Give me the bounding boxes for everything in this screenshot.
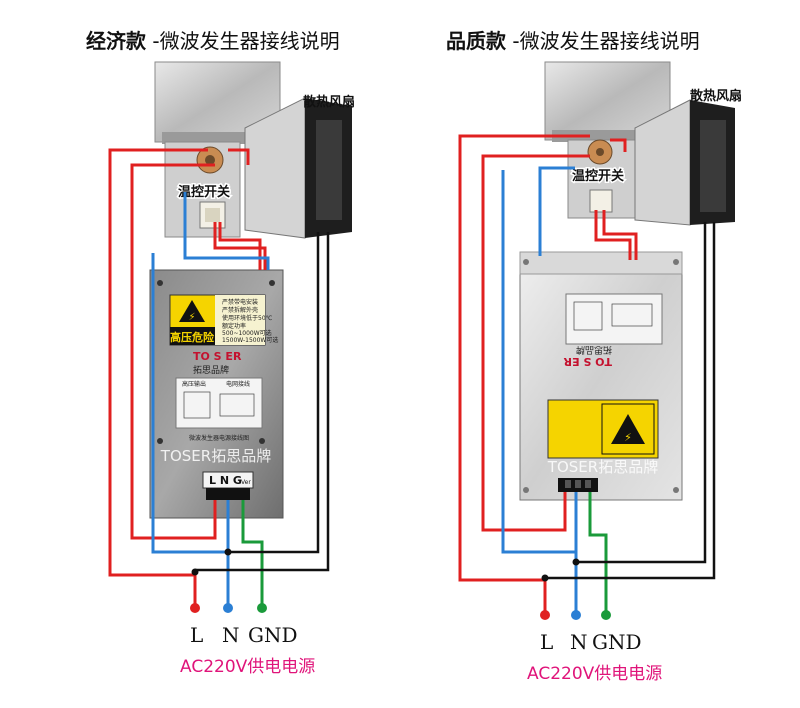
terminal-dot-icon [601,610,611,620]
economy-terminal-header: L N G [209,474,242,487]
economy-live-wire [108,148,208,608]
economy-terminal-gnd: GND [248,623,298,647]
economy-junction-neutral [224,548,232,556]
svg-text:1500W-1500W可选: 1500W-1500W可选 [222,336,278,344]
svg-text:500~1000W可选: 500~1000W可选 [222,329,272,337]
economy-brand-en: TO S ER [193,350,242,363]
quality-junction-neutral [572,558,580,566]
quality-fan-label: 散热风扇 [690,88,742,104]
svg-text:微波发生器电源接线图: 微波发生器电源接线图 [189,434,249,442]
svg-text:严禁拆解外壳: 严禁拆解外壳 [222,306,258,314]
economy-supply-label: AC220V供电电源 [180,657,315,677]
economy-ground-wire [241,500,264,608]
terminal-dot-icon [540,610,550,620]
terminal-dot-icon [571,610,581,620]
economy-hv-danger: 高压危险 [170,330,215,344]
economy-fan-wire-1 [228,232,320,554]
quality-wires [458,134,716,615]
quality-junction-live [541,574,549,582]
high-voltage-warning-icon [179,300,205,322]
economy-title: 经济款 -微波发生器接线说明 [86,29,340,53]
bolt-icon: ⚡ [624,431,632,444]
economy-terminal-n: N [222,623,240,647]
terminal-dot-icon [190,603,200,613]
quality-cooling-fan [634,99,735,226]
economy-fan-wire-2 [195,232,330,572]
economy-thermostat-label: 温控开关 [178,184,230,200]
economy-junction-live [191,568,199,576]
svg-text:Ver: Ver [241,479,251,486]
quality-fan-wire-2 [545,222,716,580]
economy-brand-cn: 拓思品牌 [193,364,229,376]
bolt-icon: ⚡ [188,312,195,323]
quality-fan-wire-1 [576,222,707,564]
svg-text:额定功率: 额定功率 [222,322,246,330]
quality-brand-cn: 拓思品牌 [576,344,612,356]
economy-wires [108,148,330,608]
economy-terminal-l: L [190,623,203,647]
quality-terminal-n: N [570,630,588,654]
quality-thermostat-label: 温控开关 [572,168,624,184]
terminal-dot-icon [223,603,233,613]
quality-terminal-l: L [540,630,553,654]
quality-watermark: TOSER拓思品牌 [547,458,658,476]
quality-brand-en: TO S ER [563,355,612,368]
economy-cooling-fan [244,97,352,239]
economy-power-supply: ⚡ 高压危险 严禁带电安装 严禁拆解外壳 使用环境低于50℃ 额定功率 500~… [149,269,284,519]
economy-fan-label: 散热风扇 [303,94,355,110]
svg-text:使用环境低于50℃: 使用环境低于50℃ [222,314,273,322]
quality-live-wire [458,134,590,615]
quality-power-supply: TO S ER 拓思品牌 ⚡ TOSER拓思品牌 [519,251,683,501]
high-voltage-warning-icon [611,414,645,444]
svg-text:严禁带电安装: 严禁带电安装 [222,298,258,306]
quality-title: 品质款 -微波发生器接线说明 [446,29,700,53]
economy-watermark: TOSER拓思品牌 [160,447,271,465]
svg-text:电网接线: 电网接线 [226,380,250,388]
svg-text:高压输出: 高压输出 [182,380,206,388]
quality-terminal-gnd: GND [592,630,642,654]
terminal-dot-icon [257,603,267,613]
quality-ground-wire [588,492,608,615]
quality-supply-label: AC220V供电电源 [527,664,662,684]
